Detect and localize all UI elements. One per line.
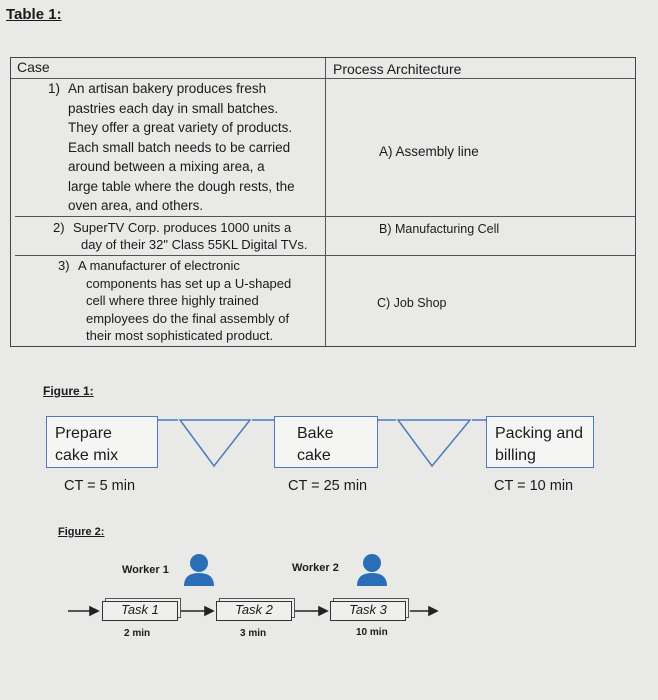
case-3: 3) A manufacturer of electronic componen… — [58, 257, 328, 345]
ct-prepare: CT = 5 min — [64, 478, 136, 494]
task-2-box: Task 2 — [216, 601, 292, 621]
case-number: 2) — [53, 220, 65, 235]
task-1-duration: 2 min — [124, 628, 151, 639]
ct-bake: CT = 25 min — [288, 478, 368, 494]
process-box-bake: Bake cake — [274, 416, 378, 468]
case-line: components has set up a U-shaped — [86, 275, 292, 291]
header-architecture: Process Architecture — [333, 61, 462, 77]
process-line: Prepare — [55, 425, 112, 442]
case-line: around between a mixing area, a — [68, 159, 265, 174]
architecture-c: C) Job Shop — [377, 296, 447, 310]
ct-packing: CT = 10 min — [494, 478, 574, 494]
case-1: 1) An artisan bakery produces fresh past… — [48, 79, 328, 216]
case-number: 1) — [48, 81, 61, 96]
case-2: 2) SuperTV Corp. produces 1000 units a d… — [53, 219, 328, 253]
worker-2-person-icon — [357, 554, 387, 586]
case-line: They offer a great variety of products. — [68, 120, 293, 135]
table1-title: Table 1: — [6, 6, 62, 23]
task-1-box: Task 1 — [102, 601, 178, 621]
process-box-prepare: Prepare cake mix — [46, 416, 158, 468]
column-divider — [325, 58, 327, 346]
header-case: Case — [17, 59, 50, 75]
case-line: A manufacturer of electronic — [78, 258, 240, 273]
case-line: SuperTV Corp. produces 1000 units a — [73, 220, 292, 235]
buffer-triangle-icon — [178, 419, 252, 468]
task-3-duration: 10 min — [356, 627, 388, 638]
case-line: An artisan bakery produces fresh — [68, 81, 267, 96]
architecture-a: A) Assembly line — [379, 144, 479, 159]
arrow-head-icon — [204, 605, 215, 617]
case-line: pastries each day in small batches. — [68, 100, 279, 116]
arrow-head-icon — [318, 605, 329, 617]
worker-1-label: Worker 1 — [122, 564, 169, 576]
case-line: their most sophisticated product. — [86, 328, 274, 343]
case-line: oven area, and others. — [68, 198, 204, 213]
buffer-triangle-icon — [396, 419, 472, 468]
process-box-packing: Packing and billing — [486, 416, 594, 468]
figure1-label: Figure 1: — [43, 384, 94, 398]
task-3-box: Task 3 — [330, 601, 406, 621]
task-2-duration: 3 min — [240, 628, 267, 639]
architecture-b: B) Manufacturing Cell — [379, 222, 500, 236]
worker-2-label: Worker 2 — [292, 562, 339, 574]
figure2-label: Figure 2: — [58, 526, 105, 538]
arrow-head-icon — [428, 605, 439, 617]
arrow-head-icon — [89, 605, 100, 617]
process-line: Packing and — [495, 425, 584, 442]
row-divider — [15, 216, 635, 218]
row-divider — [15, 255, 635, 257]
case-line: cell where three highly trained — [86, 293, 259, 308]
process-line: cake — [297, 447, 331, 464]
case-number: 3) — [58, 258, 70, 273]
process-line: Bake — [297, 425, 334, 442]
table1: Case Process Architecture 1) An artisan … — [10, 57, 636, 347]
case-line: employees do the final assembly of — [86, 310, 290, 326]
case-line: Each small batch needs to be carried — [68, 139, 291, 155]
worker-1-person-icon — [184, 554, 214, 586]
case-line: large table where the dough rests, the — [68, 178, 295, 194]
process-line: cake mix — [55, 447, 119, 464]
process-line: billing — [495, 447, 536, 464]
header-divider — [11, 78, 635, 80]
case-line: day of their 32" Class 55KL Digital TVs. — [81, 237, 308, 252]
